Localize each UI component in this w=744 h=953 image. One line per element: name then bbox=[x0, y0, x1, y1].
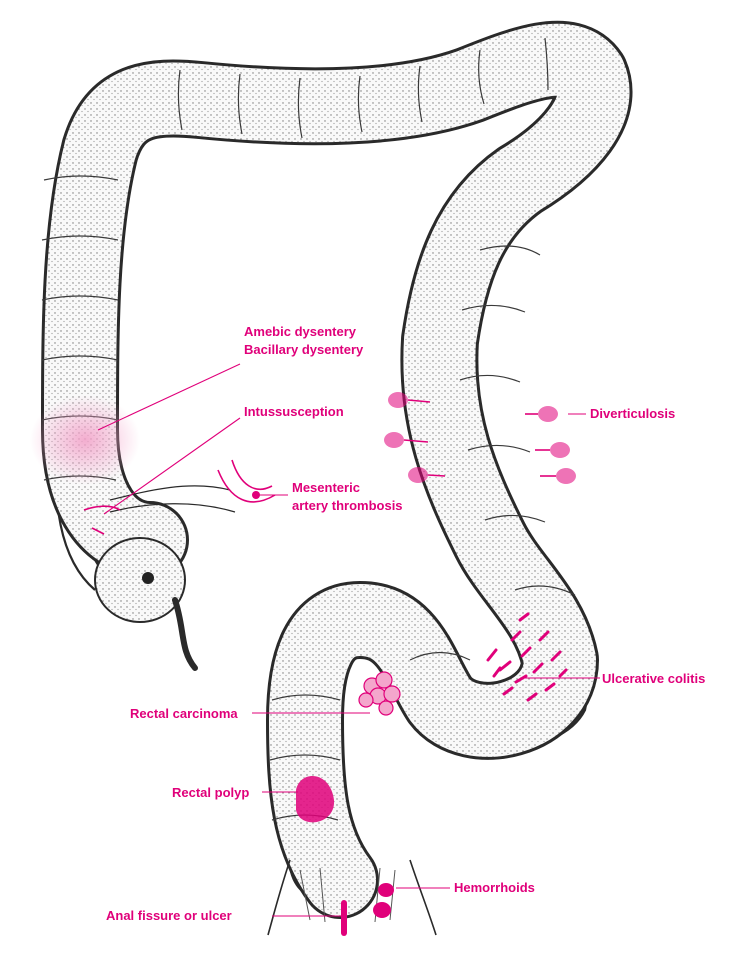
ulcerative-colitis-marks bbox=[486, 612, 568, 702]
rectal-polyp-mass bbox=[296, 776, 335, 823]
rectal-carcinoma-mass bbox=[358, 671, 401, 716]
cecum bbox=[94, 485, 236, 671]
leader-lines bbox=[97, 363, 600, 917]
anal-canal bbox=[267, 859, 437, 936]
label-intussusception: Intussusception bbox=[244, 404, 344, 419]
label-anal-fissure: Anal fissure or ulcer bbox=[106, 908, 232, 923]
label-diverticulosis: Diverticulosis bbox=[590, 406, 675, 421]
label-rectal-carcinoma: Rectal carcinoma bbox=[130, 706, 238, 721]
hemorrhoid-marks bbox=[373, 883, 394, 918]
label-bacillary-dysentery: Bacillary dysentery bbox=[244, 342, 364, 357]
diverticula-icons bbox=[384, 392, 576, 484]
label-rectal-polyp: Rectal polyp bbox=[172, 785, 249, 800]
label-mesenteric-line2: artery thrombosis bbox=[292, 498, 403, 513]
mesenteric-vessel-icon bbox=[217, 459, 276, 503]
amebic-dysentery-area bbox=[30, 395, 140, 485]
label-ulcerative-colitis: Ulcerative colitis bbox=[602, 671, 705, 686]
label-hemorrhoids: Hemorrhoids bbox=[454, 880, 535, 895]
intussusception-mark bbox=[83, 505, 121, 535]
anal-fissure-mark bbox=[341, 900, 347, 936]
colon-tube bbox=[41, 20, 633, 919]
label-mesenteric-line1: Mesenteric bbox=[292, 480, 360, 495]
label-amebic-dysentery: Amebic dysentery bbox=[244, 324, 357, 339]
